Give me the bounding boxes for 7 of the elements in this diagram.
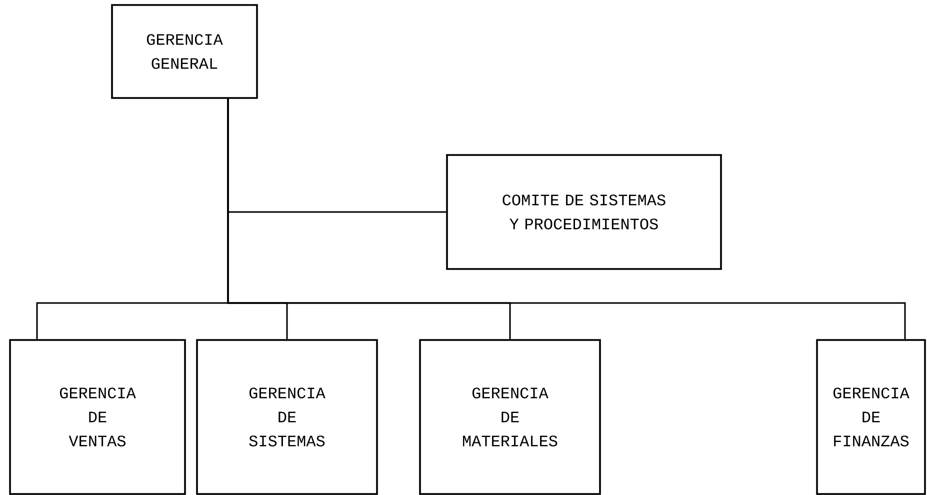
department-box: GERENCIA DE FINANZAS — [816, 339, 926, 495]
department-box: GERENCIA DE MATERIALES — [419, 339, 601, 495]
connector-line — [227, 98, 906, 340]
department-box: GERENCIA DE SISTEMAS — [196, 339, 378, 495]
committee-box: COMITE DE SISTEMAS Y PROCEDIMIENTOS — [446, 154, 722, 270]
manager-box: GERENCIA GENERAL — [111, 4, 258, 99]
department-box: GERENCIA DE VENTAS — [9, 339, 186, 495]
